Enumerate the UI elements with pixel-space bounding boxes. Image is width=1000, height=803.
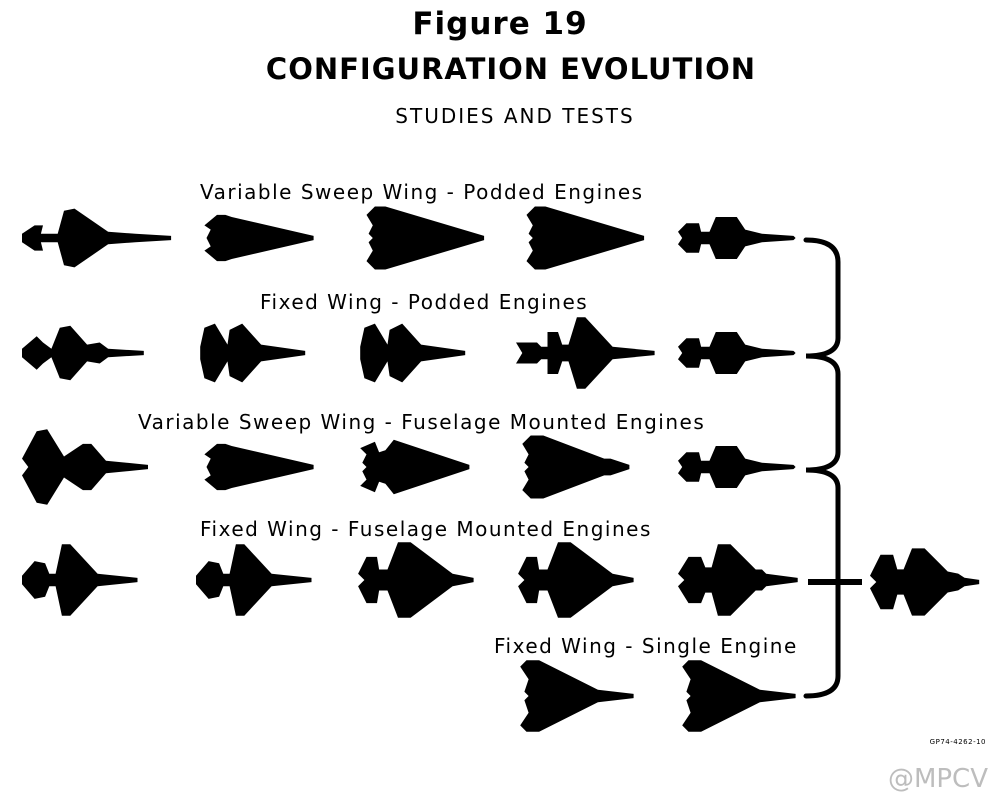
aircraft-row2-col5 bbox=[678, 332, 796, 374]
aircraft-silhouette-final-fighter bbox=[870, 548, 980, 616]
aircraft-row4-col5 bbox=[678, 544, 798, 616]
aircraft-silhouette-delta-big bbox=[526, 206, 645, 270]
row-label-fixed-podded: Fixed Wing - Podded Engines bbox=[260, 290, 589, 314]
aircraft-row3-col3 bbox=[360, 439, 470, 495]
row-label-fixed-single: Fixed Wing - Single Engine bbox=[494, 634, 798, 658]
aircraft-silhouette-delta-big bbox=[366, 206, 485, 270]
aircraft-silhouette-twin-tail bbox=[678, 217, 796, 259]
aircraft-row2-col2 bbox=[200, 323, 306, 383]
aircraft-row2-col1 bbox=[22, 325, 144, 381]
aircraft-silhouette-twin-tail bbox=[678, 332, 796, 374]
aircraft-silhouette-cranked-delta bbox=[358, 542, 474, 618]
aircraft-row3-col4 bbox=[522, 435, 630, 499]
aircraft-silhouette-cranked-delta bbox=[518, 542, 634, 618]
watermark: @MPCV bbox=[887, 764, 988, 794]
figure-subtitle: CONFIGURATION EVOLUTION bbox=[265, 52, 757, 86]
aircraft-row4-col4 bbox=[518, 542, 634, 618]
aircraft-silhouette-swing-tail bbox=[22, 208, 172, 268]
aircraft-final-configuration bbox=[870, 548, 980, 616]
aircraft-row1-col1 bbox=[22, 208, 172, 268]
aircraft-row1-col2 bbox=[204, 214, 314, 262]
aircraft-silhouette-swept-back bbox=[22, 429, 148, 505]
row-label-fixed-fuselage: Fixed Wing - Fuselage Mounted Engines bbox=[200, 517, 652, 541]
reference-code: GP74-4262-10 bbox=[929, 738, 986, 746]
aircraft-silhouette-single-delta bbox=[520, 660, 634, 732]
aircraft-row1-col4 bbox=[526, 206, 645, 270]
aircraft-silhouette-delta-nacelle bbox=[360, 439, 470, 495]
aircraft-silhouette-single-delta bbox=[682, 660, 796, 732]
aircraft-row2-col3 bbox=[360, 323, 466, 383]
aircraft-silhouette-double-delta bbox=[200, 323, 306, 383]
aircraft-silhouette-canard-twin bbox=[22, 325, 144, 381]
aircraft-row2-col4 bbox=[516, 317, 655, 389]
aircraft-silhouette-double-delta bbox=[360, 323, 466, 383]
aircraft-row4-col1 bbox=[22, 544, 138, 616]
aircraft-silhouette-twin-tail bbox=[678, 446, 796, 488]
row-label-variable-sweep-fuselage: Variable Sweep Wing - Fuselage Mounted E… bbox=[138, 410, 706, 434]
aircraft-silhouette-tailed-delta bbox=[22, 544, 138, 616]
bracket-line bbox=[803, 237, 841, 699]
aircraft-row5-col4 bbox=[520, 660, 634, 732]
aircraft-row4-col3 bbox=[358, 542, 474, 618]
row-label-variable-sweep-podded: Variable Sweep Wing - Podded Engines bbox=[200, 180, 644, 204]
aircraft-silhouette-delta-ventral bbox=[204, 443, 314, 491]
aircraft-silhouette-delta-ventral bbox=[204, 214, 314, 262]
aircraft-row1-col3 bbox=[366, 206, 485, 270]
aircraft-row3-col5 bbox=[678, 446, 796, 488]
aircraft-row3-col1 bbox=[22, 429, 148, 505]
aircraft-silhouette-arrow-long bbox=[516, 317, 655, 389]
aircraft-silhouette-fighter-tail bbox=[678, 544, 798, 616]
aircraft-row3-col2 bbox=[204, 443, 314, 491]
aircraft-silhouette-tailed-delta bbox=[196, 544, 312, 616]
figure-subsubtitle: STUDIES AND TESTS bbox=[395, 104, 635, 128]
aircraft-row1-col5 bbox=[678, 217, 796, 259]
figure-title: Figure 19 bbox=[412, 6, 588, 42]
aircraft-row5-col5 bbox=[682, 660, 796, 732]
aircraft-silhouette-delta-tailcone bbox=[522, 435, 630, 499]
aircraft-row4-col2 bbox=[196, 544, 312, 616]
